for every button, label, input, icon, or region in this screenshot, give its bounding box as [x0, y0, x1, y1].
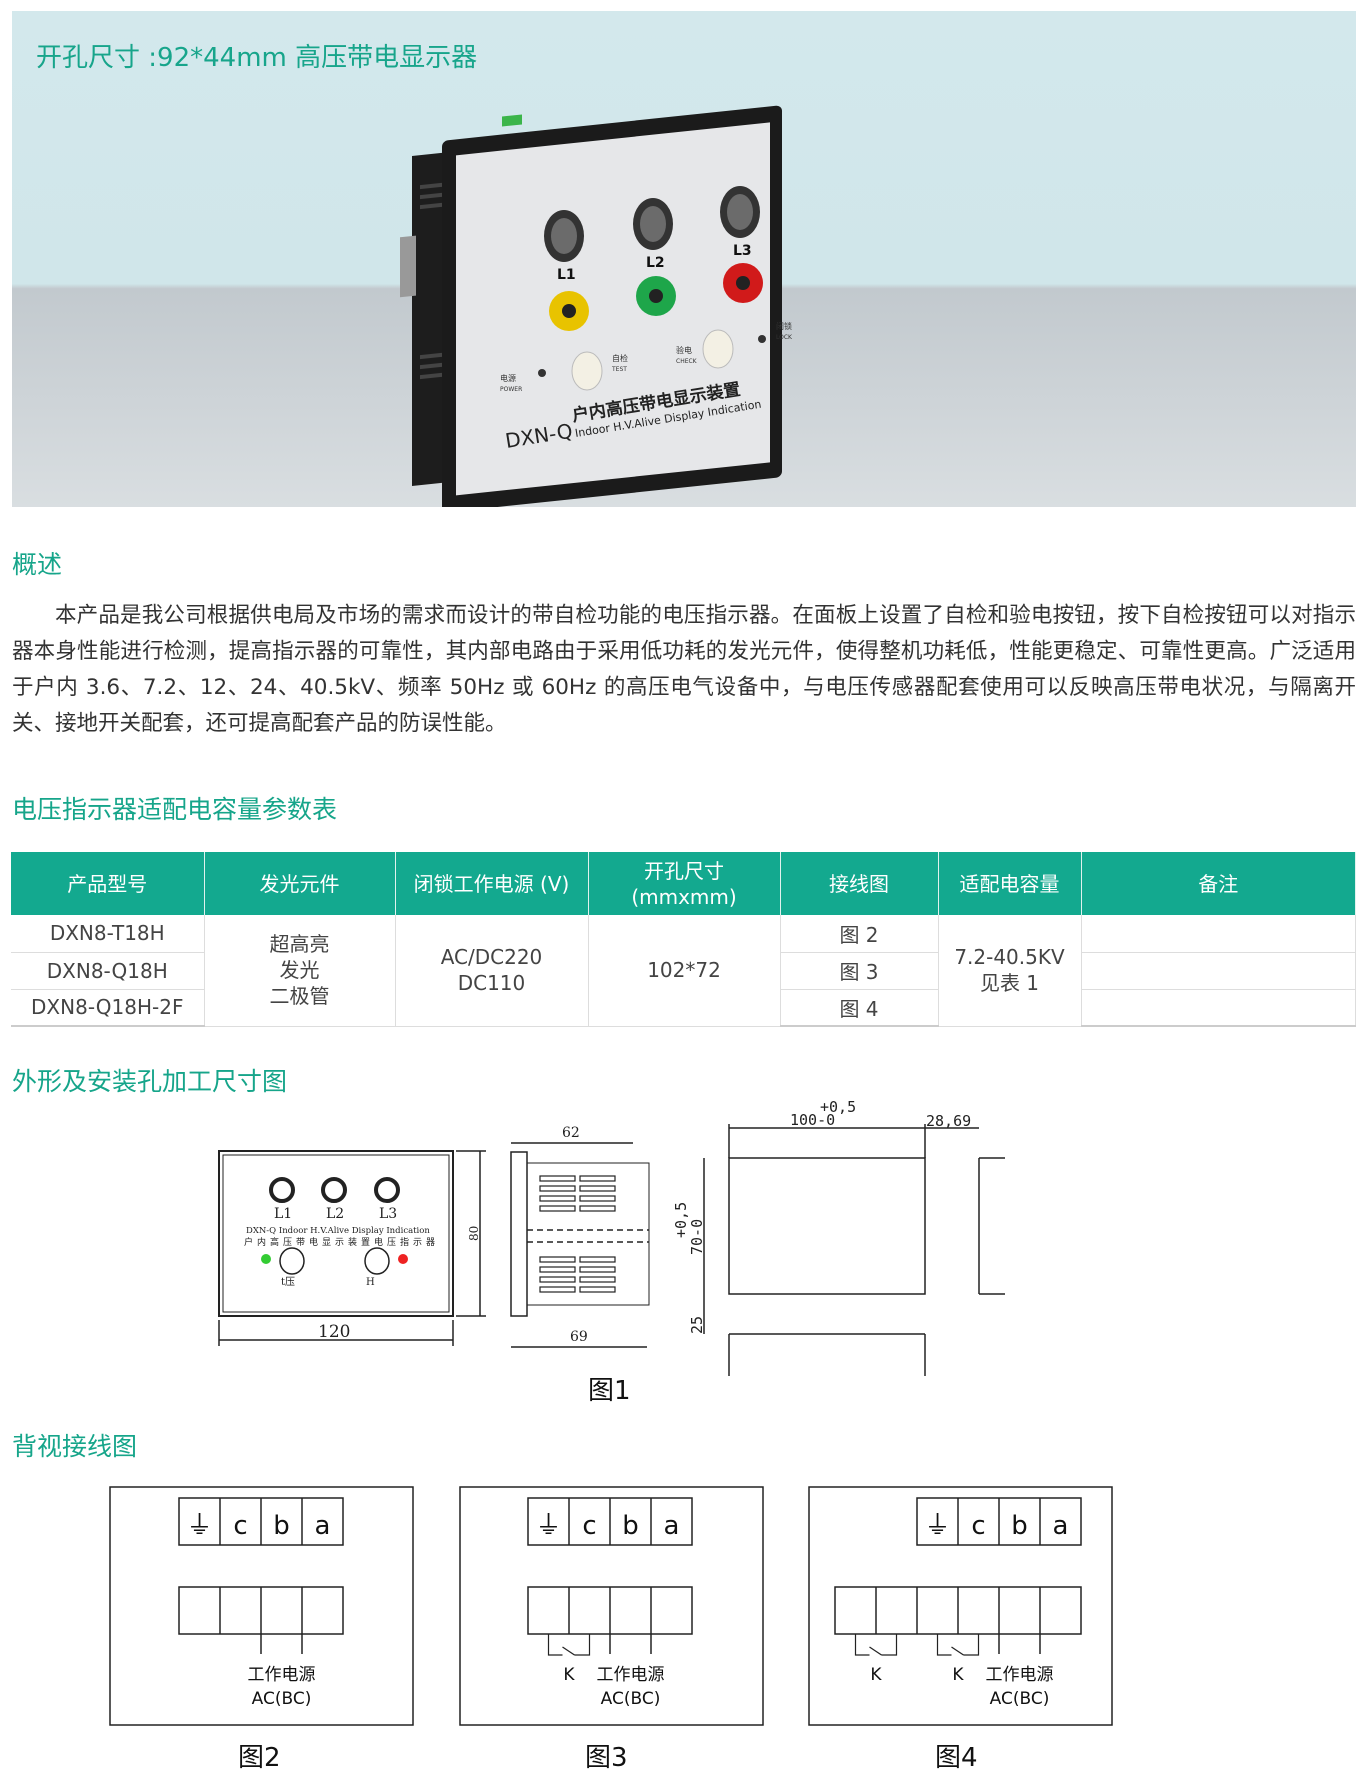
diagram-cell: 图 3: [780, 952, 939, 990]
test-jacks: [549, 263, 763, 331]
test-label: 自检: [612, 353, 628, 363]
terminal-label: c: [971, 1511, 985, 1541]
col-header: 闭锁工作电源 (V): [395, 852, 589, 915]
lamp-l2: [633, 198, 673, 250]
device-illustration: L1 L2 L3 电源 POWER 自检 TEST 验电 CHECK 闭锁 LO…: [400, 105, 793, 507]
table-row: DXN8-T18H 超高亮 发光 二极管 AC/DC220 DC110 102*…: [11, 915, 1356, 1027]
figure-caption: 图1: [588, 1376, 631, 1406]
switch-label: K: [952, 1665, 964, 1685]
col-header: 开孔尺寸 (mmxmm): [588, 852, 781, 915]
terminal-label: ⏚: [924, 1511, 950, 1541]
model-cell: DXN8-Q18H-2F: [11, 989, 205, 1027]
model-cell: DXN8-T18H: [11, 915, 205, 953]
lamp-l3: [720, 186, 760, 238]
overview-heading: 概述: [12, 550, 63, 579]
lamp-label: L3: [733, 243, 752, 259]
wiring-heading: 背视接线图: [12, 1432, 138, 1461]
cut-height-dim: 70-0: [688, 1219, 706, 1255]
cutout-cell: 102*72: [588, 915, 781, 1027]
terminal-label: a: [1053, 1511, 1069, 1541]
hero-title: 开孔尺寸 :92*44mm 高压带电显示器: [36, 43, 478, 73]
check-label-en: CHECK: [676, 358, 698, 365]
lock-label-en: LOCK: [776, 334, 793, 341]
side-top-dim: 62: [562, 1125, 580, 1141]
overview-text: 本产品是我公司根据供电局及市场的需求而设计的带自检功能的电压指示器。在面板上设置…: [12, 603, 1356, 736]
diagram-cell: 图 2: [780, 915, 939, 953]
test-label-en: TEST: [611, 366, 627, 373]
table-row: DXN8-Q18H-2F 图 4: [11, 989, 1356, 1027]
power-label-en: POWER: [500, 386, 522, 393]
power-label: 工作电源: [248, 1665, 316, 1685]
terminal-label: c: [233, 1511, 247, 1541]
terminal-label: ⏚: [186, 1511, 212, 1541]
power-label-2: AC(BC): [601, 1689, 661, 1709]
check-label: 验电: [676, 345, 692, 355]
spec-table: 产品型号 发光元件 闭锁工作电源 (V) 开孔尺寸 (mmxmm) 接线图 适配…: [11, 852, 1356, 1027]
cut-width-dim: 100-0: [790, 1111, 835, 1129]
width-dim: 120: [318, 1322, 350, 1342]
col-header: 接线图: [780, 852, 939, 915]
cut-gap-dim: 28,69: [926, 1112, 971, 1130]
note-cell: [1081, 915, 1356, 953]
table-header-row: 产品型号 发光元件 闭锁工作电源 (V) 开孔尺寸 (mmxmm) 接线图 适配…: [11, 852, 1356, 915]
cut-spacing-dim: 25: [688, 1316, 706, 1334]
lock-label: 闭锁: [776, 321, 792, 331]
terminal-label: ⏚: [535, 1511, 561, 1541]
table-row: DXN8-Q18H 图 3: [11, 952, 1356, 990]
figure-caption: 图2: [238, 1743, 281, 1773]
light-cell: 超高亮 发光 二极管: [204, 915, 396, 1027]
check-button: [702, 329, 734, 369]
cut-width-tol: +0,5: [820, 1098, 856, 1116]
col-header: 适配电容量: [938, 852, 1082, 915]
terminal-label: b: [622, 1511, 639, 1541]
switch-label: K: [563, 1665, 575, 1685]
button-label: H: [366, 1277, 375, 1288]
figure-caption: 图4: [935, 1743, 978, 1773]
lamp-l1: [544, 210, 584, 262]
front-cn-label: 户内高压带电显示装置电压指示器: [244, 1236, 439, 1248]
button-label: t压: [281, 1276, 295, 1288]
lamp-label: L3: [379, 1206, 397, 1222]
lamp-label: L2: [326, 1206, 344, 1222]
power-label-2: AC(BC): [252, 1689, 312, 1709]
terminal-label: b: [273, 1511, 290, 1541]
note-cell: [1081, 989, 1356, 1027]
note-cell: [1081, 952, 1356, 990]
col-header: 产品型号: [11, 852, 205, 915]
figure-caption: 图3: [585, 1743, 628, 1773]
model-cell: DXN8-Q18H: [11, 952, 205, 990]
lamp-label: L1: [557, 267, 576, 283]
col-header: 发光元件: [204, 852, 396, 915]
capacity-cell: 7.2-40.5KV 见表 1: [938, 915, 1082, 1027]
terminal-label: a: [664, 1511, 680, 1541]
test-button: [571, 351, 603, 391]
table-heading: 电压指示器适配电容量参数表: [12, 795, 338, 824]
power-label: 工作电源: [597, 1665, 665, 1685]
terminal-label: c: [582, 1511, 596, 1541]
power-label: 电源: [500, 373, 516, 383]
col-header: 备注: [1081, 852, 1356, 915]
power-cell: AC/DC220 DC110: [395, 915, 589, 1027]
power-label-2: AC(BC): [990, 1689, 1050, 1709]
dims-heading: 外形及安装孔加工尺寸图: [12, 1067, 288, 1096]
front-en-label: DXN-Q Indoor H.V.Alive Display Indicatio…: [246, 1226, 430, 1236]
terminal-label: a: [315, 1511, 331, 1541]
switch-label: K: [870, 1665, 882, 1685]
side-bottom-dim: 69: [570, 1329, 588, 1345]
cut-height-tol: +0,5: [672, 1202, 690, 1238]
product-photo: L1 L2 L3 电源 POWER 自检 TEST 验电 CHECK 闭锁 LO…: [12, 11, 1356, 507]
height-dim: 80: [467, 1226, 481, 1241]
lamp-label: L1: [274, 1206, 292, 1222]
terminal-label: b: [1011, 1511, 1028, 1541]
lamp-label: L2: [646, 255, 665, 271]
diagram-cell: 图 4: [780, 989, 939, 1027]
power-label: 工作电源: [986, 1665, 1054, 1685]
